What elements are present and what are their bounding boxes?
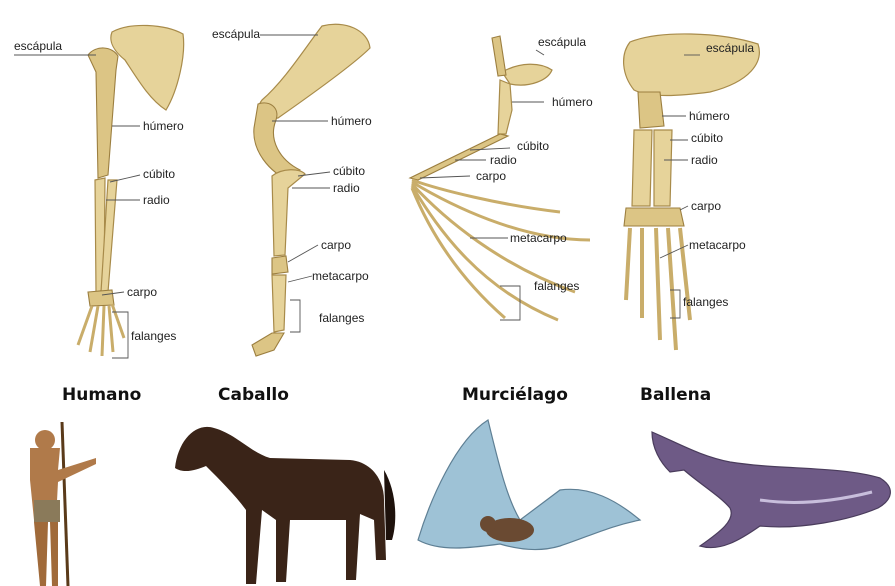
bat-label-escapula: escápula [538, 35, 586, 49]
human-label-escapula: escápula [14, 39, 62, 53]
bat-label-falanges: falanges [534, 279, 579, 293]
bat-label-carpo: carpo [476, 169, 506, 183]
horse-limb-panel: escápula húmero cúbito radio carpo metac… [212, 24, 372, 405]
horse-label-radio: radio [333, 181, 360, 195]
horse-label-escapula: escápula [212, 27, 260, 41]
whale-label-radio: radio [691, 153, 718, 167]
horse-label-falanges: falanges [319, 311, 364, 325]
whale-image [652, 432, 890, 548]
human-caption: Humano [62, 385, 141, 405]
bat-caption: Murciélago [462, 385, 568, 405]
whale-label-metacarpo: metacarpo [689, 238, 746, 252]
horse-label-metacarpo: metacarpo [312, 269, 369, 283]
human-skeleton [78, 25, 184, 356]
horse-label-humero: húmero [331, 114, 372, 128]
whale-label-cubito: cúbito [691, 131, 723, 145]
human-label-carpo: carpo [127, 285, 157, 299]
human-label-cubito: cúbito [143, 167, 175, 181]
bat-label-metacarpo: metacarpo [510, 231, 567, 245]
bat-image [418, 420, 640, 550]
whale-label-humero: húmero [689, 109, 730, 123]
bat-limb-panel: escápula húmero cúbito radio carpo metac… [410, 35, 593, 405]
whale-limb-panel: escápula húmero cúbito radio carpo metac… [624, 34, 760, 405]
human-figure-image [30, 422, 96, 586]
horse-label-cubito: cúbito [333, 164, 365, 178]
horse-label-carpo: carpo [321, 238, 351, 252]
human-leaders [14, 55, 140, 358]
human-label-falanges: falanges [131, 329, 176, 343]
whale-caption: Ballena [640, 385, 711, 405]
bat-label-humero: húmero [552, 95, 593, 109]
horse-image [175, 427, 395, 584]
whale-label-falanges: falanges [683, 295, 728, 309]
bat-leaders [420, 50, 544, 320]
whale-label-escapula: escápula [706, 41, 754, 55]
horse-caption: Caballo [218, 385, 289, 405]
human-label-radio: radio [143, 193, 170, 207]
human-label-humero: húmero [143, 119, 184, 133]
whale-label-carpo: carpo [691, 199, 721, 213]
human-limb-panel: escápula húmero cúbito radio carpo falan… [14, 25, 184, 405]
bat-label-radio: radio [490, 153, 517, 167]
bat-label-cubito: cúbito [517, 139, 549, 153]
